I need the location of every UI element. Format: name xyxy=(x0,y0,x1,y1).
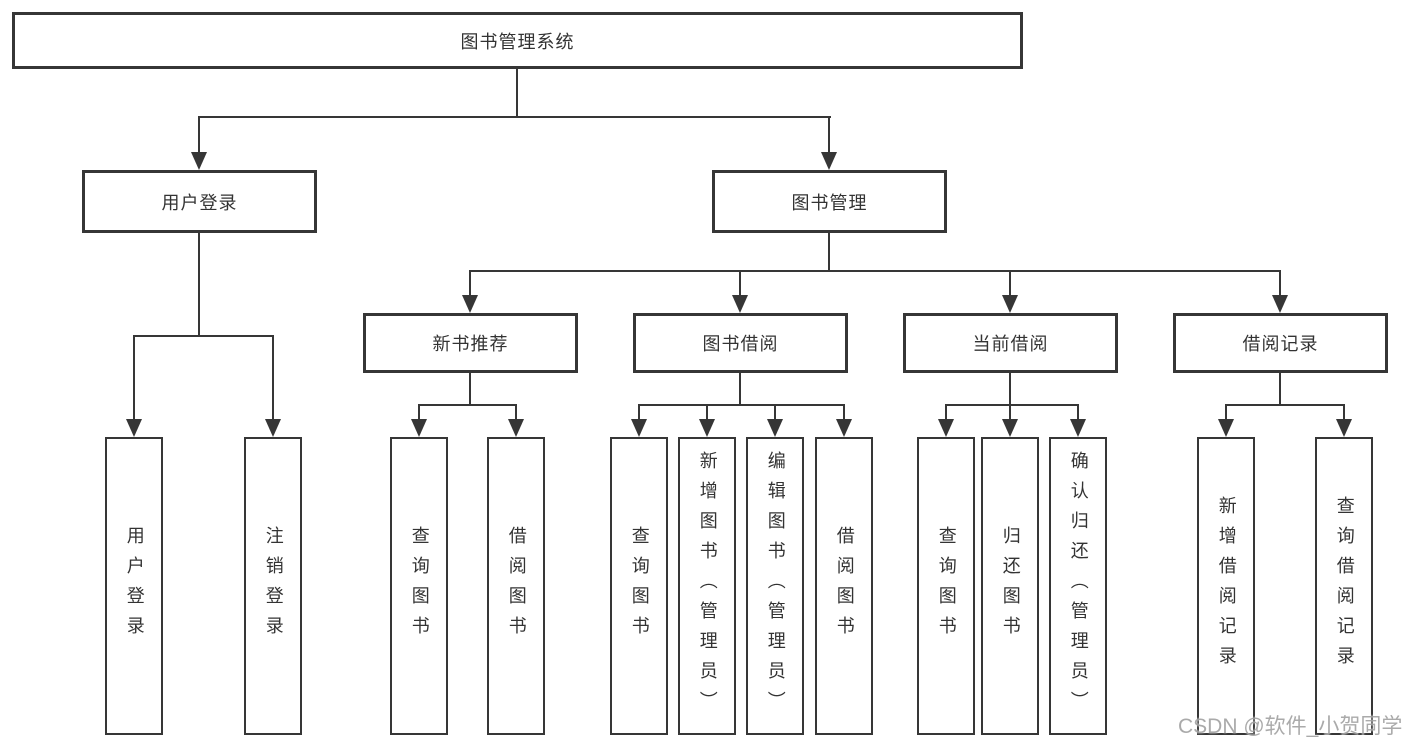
connector-line xyxy=(774,404,776,420)
arrow-down-icon xyxy=(126,419,142,437)
connector-line xyxy=(469,270,1281,272)
connector-line xyxy=(1009,270,1011,297)
connector-line xyxy=(1009,404,1011,420)
arrow-down-icon xyxy=(411,419,427,437)
connector-line xyxy=(272,335,274,421)
arrow-down-icon xyxy=(1002,419,1018,437)
arrow-down-icon xyxy=(191,152,207,170)
leaf-label: 编辑图书（管理员） xyxy=(765,451,786,721)
connector-line xyxy=(739,371,741,406)
connector-line xyxy=(1225,404,1227,420)
node-library-management-system: 图书管理系统 xyxy=(12,12,1023,69)
leaf-label: 借阅图书 xyxy=(506,526,527,646)
node-leaf-logout: 注销登录 xyxy=(244,437,302,735)
leaf-label: 用户登录 xyxy=(124,526,145,646)
arrow-down-icon xyxy=(938,419,954,437)
csdn-watermark: CSDN @软件_小贺同学 xyxy=(1178,715,1403,738)
leaf-label: 查询图书 xyxy=(936,526,957,646)
connector-line xyxy=(1279,371,1281,406)
connector-line xyxy=(198,231,200,337)
connector-line xyxy=(516,68,518,118)
arrow-down-icon xyxy=(508,419,524,437)
connector-line xyxy=(739,270,741,297)
connector-line xyxy=(945,404,1078,406)
arrow-down-icon xyxy=(462,295,478,313)
connector-line xyxy=(515,404,517,420)
connector-line xyxy=(1343,404,1345,420)
node-leaf-add-books-admin: 新增图书（管理员） xyxy=(678,437,736,735)
node-book-management: 图书管理 xyxy=(712,170,947,233)
node-leaf-add-borrow-record: 新增借阅记录 xyxy=(1197,437,1255,735)
leaf-label: 归还图书 xyxy=(1000,526,1021,646)
node-leaf-return-books: 归还图书 xyxy=(981,437,1039,735)
node-leaf-query-borrow-record: 查询借阅记录 xyxy=(1315,437,1373,735)
node-leaf-borrow-books-2: 借阅图书 xyxy=(815,437,873,735)
node-leaf-query-books-2: 查询图书 xyxy=(610,437,668,735)
connector-line xyxy=(945,404,947,420)
node-current-borrowing: 当前借阅 xyxy=(903,313,1118,373)
node-leaf-confirm-return-admin: 确认归还（管理员） xyxy=(1049,437,1107,735)
node-book-borrowing: 图书借阅 xyxy=(633,313,848,373)
node-leaf-query-books-1: 查询图书 xyxy=(390,437,448,735)
connector-line xyxy=(828,231,830,272)
leaf-label: 新增图书（管理员） xyxy=(697,451,718,721)
arrow-down-icon xyxy=(265,419,281,437)
arrow-down-icon xyxy=(1070,419,1086,437)
leaf-label: 查询图书 xyxy=(409,526,430,646)
connector-line xyxy=(418,404,420,420)
arrow-down-icon xyxy=(821,152,837,170)
arrow-down-icon xyxy=(1272,295,1288,313)
connector-line xyxy=(638,404,640,420)
connector-line xyxy=(469,371,471,406)
connector-line xyxy=(1009,371,1011,406)
arrow-down-icon xyxy=(699,419,715,437)
leaf-label: 借阅图书 xyxy=(834,526,855,646)
node-leaf-user-login: 用户登录 xyxy=(105,437,163,735)
connector-line xyxy=(469,270,471,297)
connector-line xyxy=(133,335,135,421)
arrow-down-icon xyxy=(631,419,647,437)
leaf-label: 注销登录 xyxy=(263,526,284,646)
connector-line xyxy=(638,404,844,406)
connector-line xyxy=(828,116,830,154)
connector-line xyxy=(418,404,517,406)
node-leaf-query-books-3: 查询图书 xyxy=(917,437,975,735)
leaf-label: 确认归还（管理员） xyxy=(1068,451,1089,721)
arrow-down-icon xyxy=(1002,295,1018,313)
arrow-down-icon xyxy=(836,419,852,437)
connector-line xyxy=(706,404,708,420)
arrow-down-icon xyxy=(732,295,748,313)
leaf-label: 新增借阅记录 xyxy=(1216,496,1237,676)
connector-line xyxy=(843,404,845,420)
node-leaf-borrow-books-1: 借阅图书 xyxy=(487,437,545,735)
connector-line xyxy=(1077,404,1079,420)
node-borrow-records: 借阅记录 xyxy=(1173,313,1388,373)
node-leaf-edit-books-admin: 编辑图书（管理员） xyxy=(746,437,804,735)
node-user-login: 用户登录 xyxy=(82,170,317,233)
connector-line xyxy=(133,335,274,337)
leaf-label: 查询借阅记录 xyxy=(1334,496,1355,676)
connector-line xyxy=(198,116,200,154)
node-new-book-recommend: 新书推荐 xyxy=(363,313,578,373)
connector-line xyxy=(198,116,831,118)
connector-line xyxy=(1279,270,1281,297)
arrow-down-icon xyxy=(767,419,783,437)
leaf-label: 查询图书 xyxy=(629,526,650,646)
arrow-down-icon xyxy=(1218,419,1234,437)
connector-line xyxy=(1225,404,1344,406)
arrow-down-icon xyxy=(1336,419,1352,437)
